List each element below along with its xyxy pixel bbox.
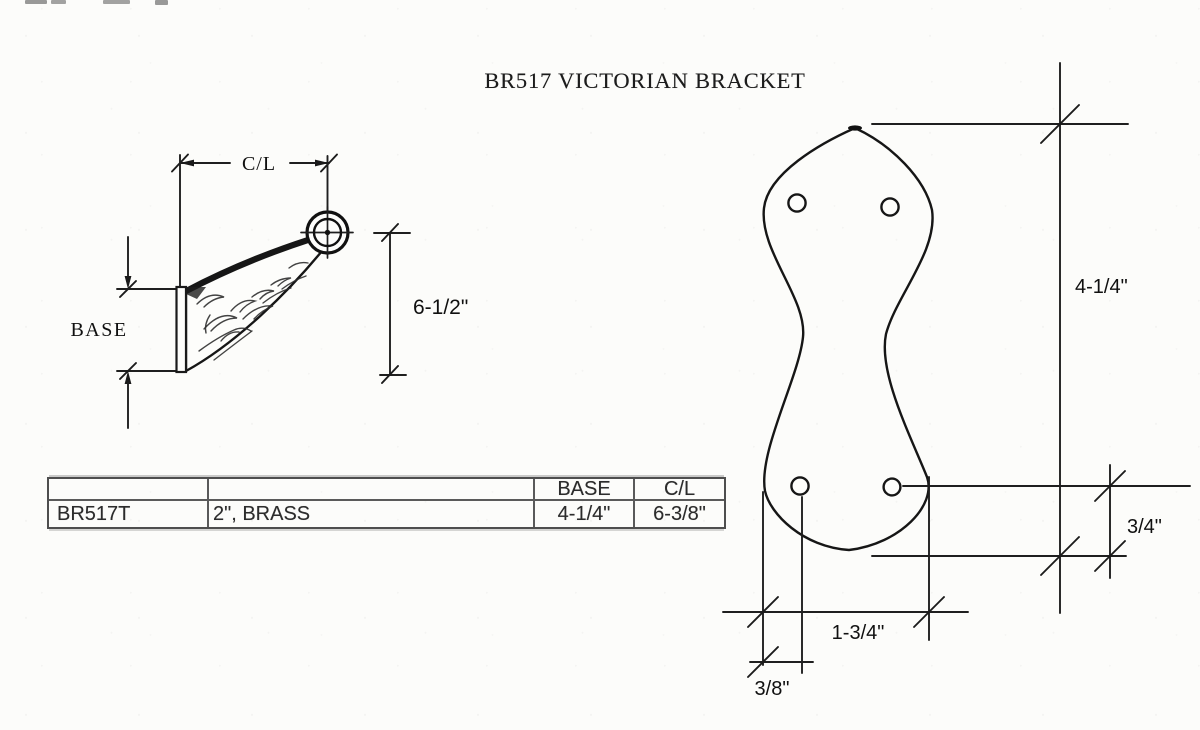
scroll-texture [230,299,258,313]
arrowhead [180,159,194,167]
bottom-offset-dimension: 3/4" [1127,516,1162,538]
scroll-texture [196,294,225,308]
tick-mark [1094,470,1126,502]
scroll-texture [281,275,307,290]
base-label: BASE [70,319,127,341]
scroll-texture [288,261,309,269]
front-view-drawing: 4-1/4" 3/4" 1-3/4" 3/8" [722,62,1191,700]
scroll-texture [262,287,292,304]
scan-artifact [103,0,130,4]
arrowhead [315,159,329,167]
cell-cl-value: 6-3/8" [653,503,706,525]
mounting-hole [787,193,807,213]
scroll-texture [242,305,274,320]
tick-mark [381,223,399,242]
spec-table: BASE C/L BR517T 2", BRASS 4-1/4" 6-3/8" [47,477,726,529]
scroll-texture [204,314,211,334]
rail-ring-inner [312,217,343,248]
table-header-size [209,479,535,501]
edge-offset-dimension: 3/8" [755,678,790,700]
scan-artifact [25,0,47,4]
mounting-hole [880,197,900,217]
tick-mark [1040,104,1080,144]
base-plate [175,285,188,374]
cl-dimension-label: C/L [242,153,276,175]
scroll-texture [213,330,253,361]
side-view-drawing: C/L BASE [70,153,468,429]
mounting-hole [790,476,810,496]
arrowhead [124,371,132,384]
tick-mark [119,362,137,380]
hole-spacing-dimension: 1-3/4" [832,622,885,644]
tick-mark [381,365,399,384]
tick-mark [747,646,779,678]
tick-mark [747,596,779,628]
scan-artifact [155,0,168,5]
scroll-texture [220,331,240,342]
scroll-texture [270,277,292,287]
ring-center-dot [324,229,331,236]
table-header-base: BASE [535,479,635,501]
front-height-dimension: 4-1/4" [1075,276,1128,298]
tick-mark [1094,540,1126,572]
drawing-title: BR517 VICTORIAN BRACKET [484,68,806,93]
mounting-plate-outline [762,126,934,552]
scan-artifact [51,0,66,4]
plate-top-tip [848,125,862,131]
table-header-cl: C/L [635,479,724,501]
side-height-dimension: 6-1/2" [413,296,468,319]
cell-base-value: 4-1/4" [535,501,635,527]
arm-base-junction [186,287,206,299]
table-header-part [49,479,209,501]
mounting-hole [882,477,902,497]
cell-part-number: BR517T [49,501,209,527]
bracket-arm-top-edge [184,237,312,294]
scroll-texture [251,289,275,300]
scroll-texture [198,327,252,352]
arrowhead [124,276,132,289]
cell-size-material: 2", BRASS [209,501,535,527]
scroll-texture [203,314,238,332]
tick-mark [320,153,338,173]
tick-mark [913,596,945,628]
